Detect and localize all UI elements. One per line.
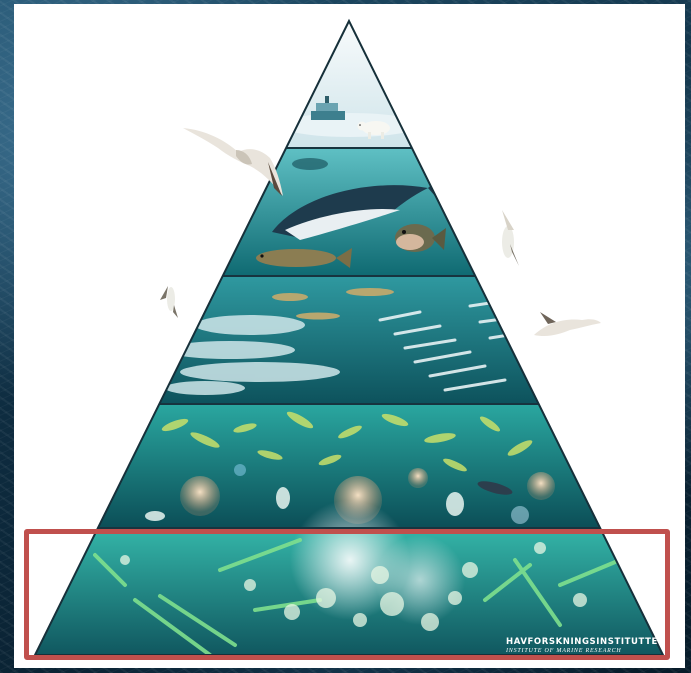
seabird-icon-3 xyxy=(160,286,178,318)
seabird-icon-2 xyxy=(496,210,519,266)
tier-apex xyxy=(0,0,691,148)
institute-logo: HAVFORSKNINGSINSTITUTTET INSTITUTE OF MA… xyxy=(500,633,660,659)
tier-fish xyxy=(0,276,691,404)
tier-large-animals xyxy=(0,148,691,276)
seal-icon xyxy=(292,158,328,170)
seabird-icon-4 xyxy=(534,312,601,336)
institute-subtitle: INSTITUTE OF MARINE RESEARCH xyxy=(506,648,664,654)
institute-name: HAVFORSKNINGSINSTITUTTET xyxy=(506,638,664,647)
